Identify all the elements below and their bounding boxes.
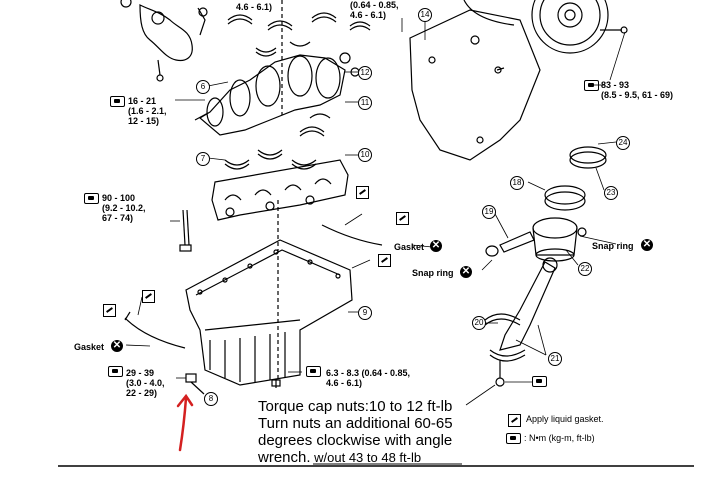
rear-gasket-strip [321, 224, 383, 246]
callout-23: 23 [604, 186, 618, 200]
main-bearings-upper [227, 12, 371, 57]
note-line-2: Turn nuts an additional 60-65 [258, 415, 453, 432]
legend-liquid-gasket: Apply liquid gasket. [526, 414, 604, 424]
do-not-reuse-icon: ✕ [460, 266, 472, 278]
snap-ring-label-right: Snap ring [592, 241, 634, 251]
main-bearing-cap-beam [211, 159, 349, 221]
callout-22: 22 [578, 262, 592, 276]
main-bolt [179, 209, 192, 252]
liquid-gasket-icon [103, 304, 116, 317]
torque-wrench-icon [108, 366, 123, 377]
liquid-gasket-icon [142, 290, 155, 303]
callout-7: 7 [196, 152, 210, 166]
piston-pin [485, 227, 587, 257]
piston [532, 217, 578, 262]
connecting-rod [484, 257, 558, 387]
liquid-gasket-icon [378, 254, 391, 267]
callout-21: 21 [548, 352, 562, 366]
torque-spec-drain-plug: 29 - 39 (3.0 - 4.0, 22 - 29) [126, 368, 165, 398]
oil-pump-bracket [120, 0, 208, 82]
lower-bearings [224, 113, 331, 170]
legend-torque-units: : N•m (kg-m, ft-lb) [524, 433, 595, 443]
callout-24: 24 [616, 136, 630, 150]
torque-wrench-icon [306, 366, 321, 377]
flywheel [531, 0, 628, 54]
handwritten-arrow [176, 393, 194, 452]
torque-spec-pan-bolts: 6.3 - 8.3 (0.64 - 0.85, 4.6 - 6.1) [326, 368, 411, 388]
torque-spec-90-100: 90 - 100 (9.2 - 10.2, 67 - 74) [102, 193, 146, 223]
torque-wrench-icon [584, 80, 599, 91]
rear-seal-plate [463, 0, 515, 26]
liquid-gasket-icon [356, 186, 369, 199]
oil-pan [185, 239, 353, 386]
torque-wrench-icon [84, 193, 99, 204]
callout-20: 20 [472, 316, 486, 330]
note-line-4-a: wrench. [258, 449, 311, 466]
leader-lines [125, 18, 626, 406]
do-not-reuse-icon: ✕ [111, 340, 123, 352]
note-line-4: wrench. w/out 43 to 48 ft-lb [258, 449, 421, 466]
torque-spec-top-center: (0.64 - 0.85, 4.6 - 6.1) [350, 0, 399, 20]
note-line-1: Torque cap nuts:10 to 12 ft-lb [258, 398, 453, 415]
do-not-reuse-icon: ✕ [641, 239, 653, 251]
torque-wrench-icon [110, 96, 125, 107]
callout-8: 8 [204, 392, 218, 406]
liquid-gasket-legend-icon [508, 414, 521, 427]
callout-9: 9 [358, 306, 372, 320]
callout-18: 18 [510, 176, 524, 190]
crankshaft [194, 52, 360, 136]
callout-14: 14 [418, 8, 432, 22]
liquid-gasket-icon [396, 212, 409, 225]
torque-wrench-icon [532, 376, 547, 387]
note-line-3: degrees clockwise with angle [258, 432, 453, 449]
snap-ring-label-left: Snap ring [412, 268, 454, 278]
torque-spec-16-21: 16 - 21 (1.6 - 2.1, 12 - 15) [128, 96, 167, 126]
callout-10: 10 [358, 148, 372, 162]
gasket-label-right: Gasket [394, 242, 425, 252]
drain-plug [185, 373, 205, 395]
torque-legend-icon [506, 433, 521, 444]
torque-spec-top-left: 4.6 - 6.1) [236, 2, 273, 12]
rear-plate [409, 9, 541, 161]
piston-rings [544, 146, 607, 211]
torque-spec-flywheel: 83 - 93 (8.5 - 9.5, 61 - 69) [601, 80, 674, 100]
callout-19: 19 [482, 205, 496, 219]
do-not-reuse-icon: ✕ [430, 240, 442, 252]
note-line-4-b: w/out 43 to 48 ft-lb [310, 450, 422, 465]
callout-11: 11 [358, 96, 372, 110]
front-gasket-strip [124, 317, 186, 349]
callout-12: 12 [358, 66, 372, 80]
gasket-label-left: Gasket [74, 342, 105, 352]
callout-6: 6 [196, 80, 210, 94]
